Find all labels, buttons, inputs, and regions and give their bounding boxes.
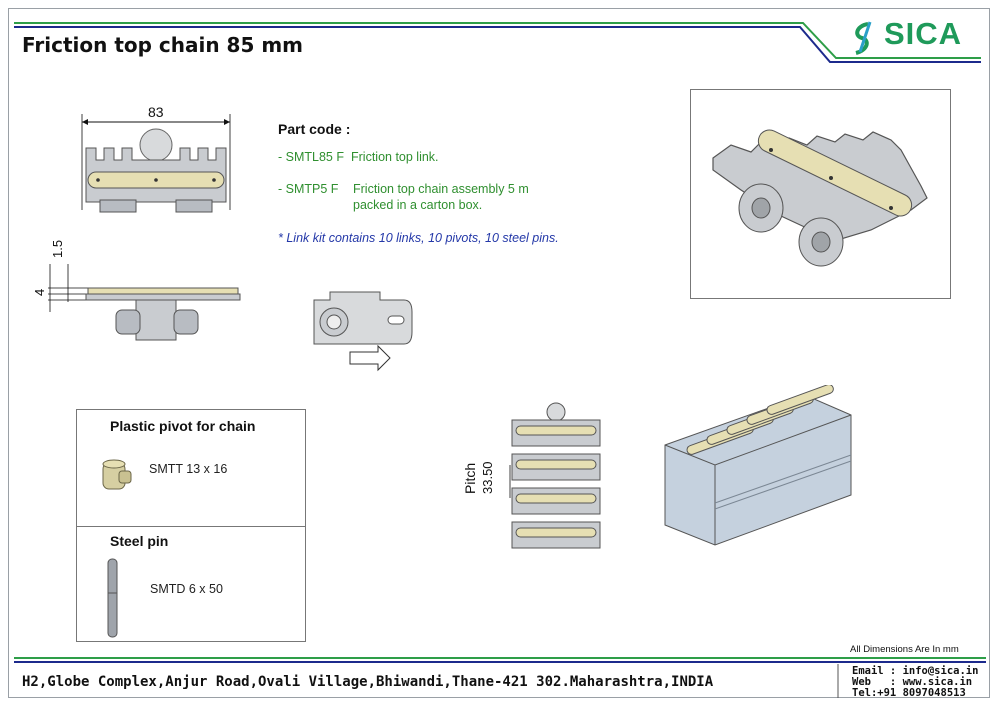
footer-email: Email : info@sica.in — [852, 665, 979, 677]
direction-arrow-icon — [350, 348, 351, 349]
part-code-2-desc2: packed in a carton box. — [353, 198, 483, 212]
footer-address: H2,Globe Complex,Anjur Road,Ovali Villag… — [22, 674, 714, 690]
pitch-label: Pitch — [462, 462, 478, 494]
steel-pin-box: Steel pin SMTD 6 x 50 — [76, 526, 306, 642]
plastic-pivot-code: SMTT 13 x 16 — [149, 462, 228, 476]
logo-text: SICA — [884, 16, 963, 51]
steel-pin-icon — [107, 558, 118, 638]
plastic-pivot-icon — [102, 459, 132, 490]
dimension-thickness-a: 1.5 — [50, 239, 65, 258]
footer-tel: Tel:+91 8097048513 — [852, 687, 966, 699]
footer-web: Web : www.sica.in — [852, 676, 973, 688]
part-code-1-code: - SMTL85 F — [278, 150, 344, 164]
page-frame — [8, 8, 990, 698]
page-title: Friction top chain 85 mm — [22, 33, 304, 57]
link-kit-note: * Link kit contains 10 links, 10 pivots,… — [278, 231, 559, 245]
isometric-link-drawing — [712, 129, 928, 267]
plastic-pivot-box: Plastic pivot for chain SMTT 13 x 16 — [76, 409, 306, 527]
plastic-pivot-heading: Plastic pivot for chain — [110, 418, 256, 434]
dimension-thickness-b: 4 — [32, 288, 47, 296]
chain-on-rail-drawing — [664, 385, 852, 546]
steel-pin-heading: Steel pin — [110, 533, 169, 549]
dimension-width: 83 — [148, 104, 164, 120]
part-code-2-code: - SMTP5 F — [278, 182, 339, 196]
isometric-link-view — [690, 89, 951, 299]
steel-pin-code: SMTD 6 x 50 — [150, 582, 223, 596]
part-code-1-desc: Friction top link. — [351, 150, 439, 164]
link-side-view-drawing — [48, 264, 241, 341]
part-code-2-desc: Friction top chain assembly 5 m — [353, 182, 529, 196]
link-top-view-drawing — [313, 291, 413, 372]
pitch-value: 33.50 — [480, 461, 495, 494]
part-code-heading: Part code : — [278, 121, 351, 137]
sica-logo-icon — [855, 21, 872, 55]
units-note: All Dimensions Are In mm — [850, 644, 959, 655]
link-front-view-drawing — [81, 114, 231, 213]
chain-pitch-drawing — [509, 402, 601, 549]
